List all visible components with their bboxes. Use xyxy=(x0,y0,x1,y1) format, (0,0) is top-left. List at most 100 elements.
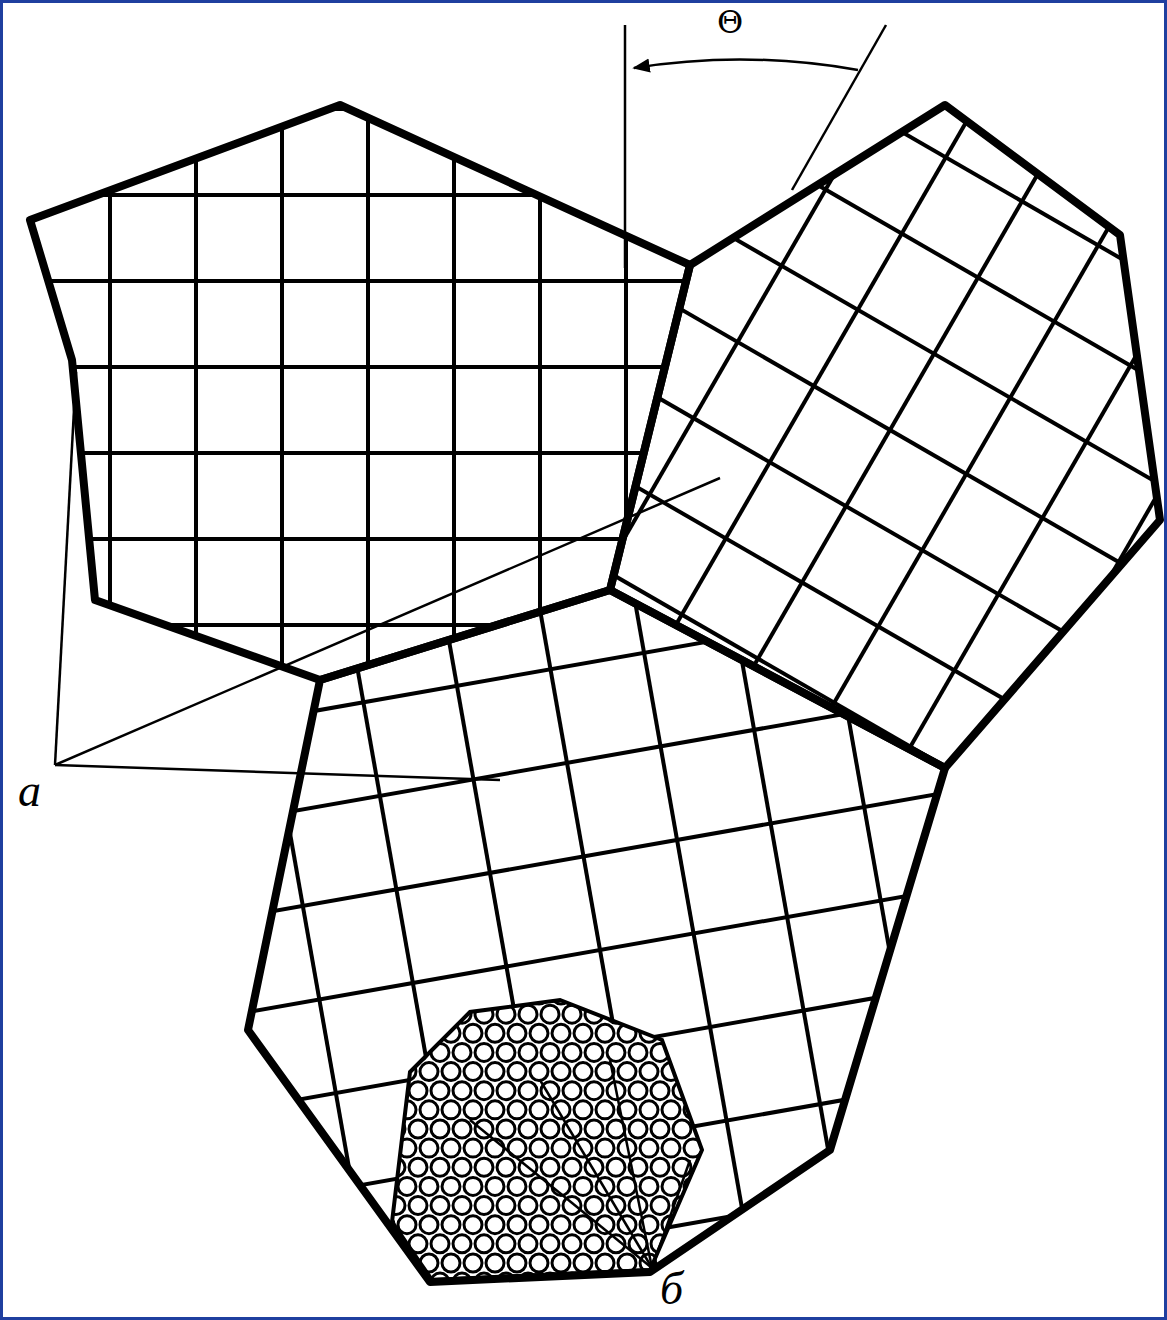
mesh-cell xyxy=(530,1024,548,1042)
mesh-cell xyxy=(508,1177,526,1195)
mesh-cell xyxy=(387,1273,405,1291)
lattice-line xyxy=(0,0,807,901)
lattice-line xyxy=(463,0,1167,270)
mesh-cell xyxy=(629,1120,647,1138)
mesh-cell xyxy=(398,1063,416,1081)
mesh-cell xyxy=(420,1101,438,1119)
mesh-cell xyxy=(706,1101,724,1119)
mesh-cell xyxy=(376,1254,394,1272)
lattice-line xyxy=(745,0,1167,1320)
mesh-cell xyxy=(684,1063,702,1081)
mesh-cell xyxy=(508,1063,526,1081)
mesh-cell xyxy=(475,1158,493,1176)
lattice-line xyxy=(0,0,730,857)
lattice-line xyxy=(0,163,195,1320)
lattice-line xyxy=(0,419,1167,732)
mesh-cell xyxy=(563,1043,581,1061)
mesh-cell xyxy=(651,1082,669,1100)
lattice-line xyxy=(419,0,1167,347)
mesh-cell xyxy=(673,1120,691,1138)
lattice-line xyxy=(0,0,883,945)
figure-label: а xyxy=(18,768,41,814)
mesh-cell xyxy=(497,1235,515,1253)
mesh-cell xyxy=(717,1120,735,1138)
mesh-cell xyxy=(387,1082,405,1100)
mesh-cell xyxy=(453,1082,471,1100)
lattice-line xyxy=(796,0,800,1265)
mesh-cell xyxy=(409,1082,427,1100)
lattice-line xyxy=(331,0,1167,499)
mesh-cell xyxy=(574,1101,592,1119)
mesh-cell xyxy=(530,1101,548,1119)
mesh-cell xyxy=(662,1024,680,1042)
mesh-cell xyxy=(497,1120,515,1138)
mesh-cell xyxy=(563,1235,581,1253)
fine-mesh xyxy=(376,986,735,1291)
mesh-cell xyxy=(662,1101,680,1119)
lattice-line xyxy=(0,795,1167,799)
mesh-cell xyxy=(431,1158,449,1176)
mesh-cell xyxy=(530,1063,548,1081)
lattice-line xyxy=(135,0,1035,1033)
mesh-cell xyxy=(541,1235,559,1253)
mesh-cell xyxy=(376,986,394,1004)
lattice-line xyxy=(0,326,1167,639)
mesh-cell xyxy=(552,1139,570,1157)
lattice-line xyxy=(0,107,1167,111)
mesh-cell xyxy=(442,986,460,1004)
mesh-cell xyxy=(442,1063,460,1081)
grain-boundaries xyxy=(30,105,1160,1282)
mesh-cell xyxy=(552,1024,570,1042)
mesh-cell xyxy=(497,1082,515,1100)
mesh-cell xyxy=(486,986,504,1004)
mesh-cell xyxy=(640,986,658,1004)
leader-line xyxy=(55,765,500,780)
mesh-cell xyxy=(475,1043,493,1061)
mesh-cell xyxy=(464,1024,482,1042)
mesh-cell xyxy=(574,986,592,1004)
mesh-cell xyxy=(585,1120,603,1138)
mesh-cell xyxy=(618,986,636,1004)
leader-line xyxy=(652,1160,690,1268)
mesh-cell xyxy=(640,1063,658,1081)
leader-line xyxy=(55,372,76,765)
mesh-cell xyxy=(519,1005,537,1023)
mesh-cell xyxy=(442,1254,460,1272)
mesh-cell xyxy=(431,1120,449,1138)
mesh-cell xyxy=(387,1005,405,1023)
lattice-line xyxy=(23,132,1167,1032)
mesh-cell xyxy=(695,1273,713,1291)
mesh-cell xyxy=(585,1197,603,1215)
angle-arc xyxy=(634,59,858,70)
leader-line xyxy=(55,478,720,765)
mesh-cell xyxy=(585,1235,603,1253)
mesh-cell xyxy=(420,1177,438,1195)
lattice-line xyxy=(0,981,1167,1294)
mesh-cell xyxy=(541,1043,559,1061)
lattice-line xyxy=(0,881,1167,885)
mesh-cell xyxy=(431,1197,449,1215)
mesh-cell xyxy=(640,1139,658,1157)
mesh-cell xyxy=(651,1120,669,1138)
mesh-cell xyxy=(684,986,702,1004)
mesh-cell xyxy=(508,986,526,1004)
lattice-line xyxy=(288,0,1167,1121)
mesh-cell xyxy=(640,1101,658,1119)
mesh-cell xyxy=(717,1005,735,1023)
mesh-cell xyxy=(486,1024,504,1042)
mesh-cell xyxy=(409,1005,427,1023)
mesh-cell xyxy=(541,1197,559,1215)
mesh-cell xyxy=(453,1197,471,1215)
mesh-cell xyxy=(706,986,724,1004)
lattice-line xyxy=(22,0,26,1265)
mesh-cell xyxy=(706,1254,724,1272)
lattice-line xyxy=(0,146,288,1320)
figure-label: б xyxy=(660,1266,683,1312)
mesh-cell xyxy=(464,1101,482,1119)
mesh-cell xyxy=(629,1005,647,1023)
mesh-cell xyxy=(420,986,438,1004)
mesh-cell xyxy=(541,1120,559,1138)
lattice-line xyxy=(287,0,1167,575)
